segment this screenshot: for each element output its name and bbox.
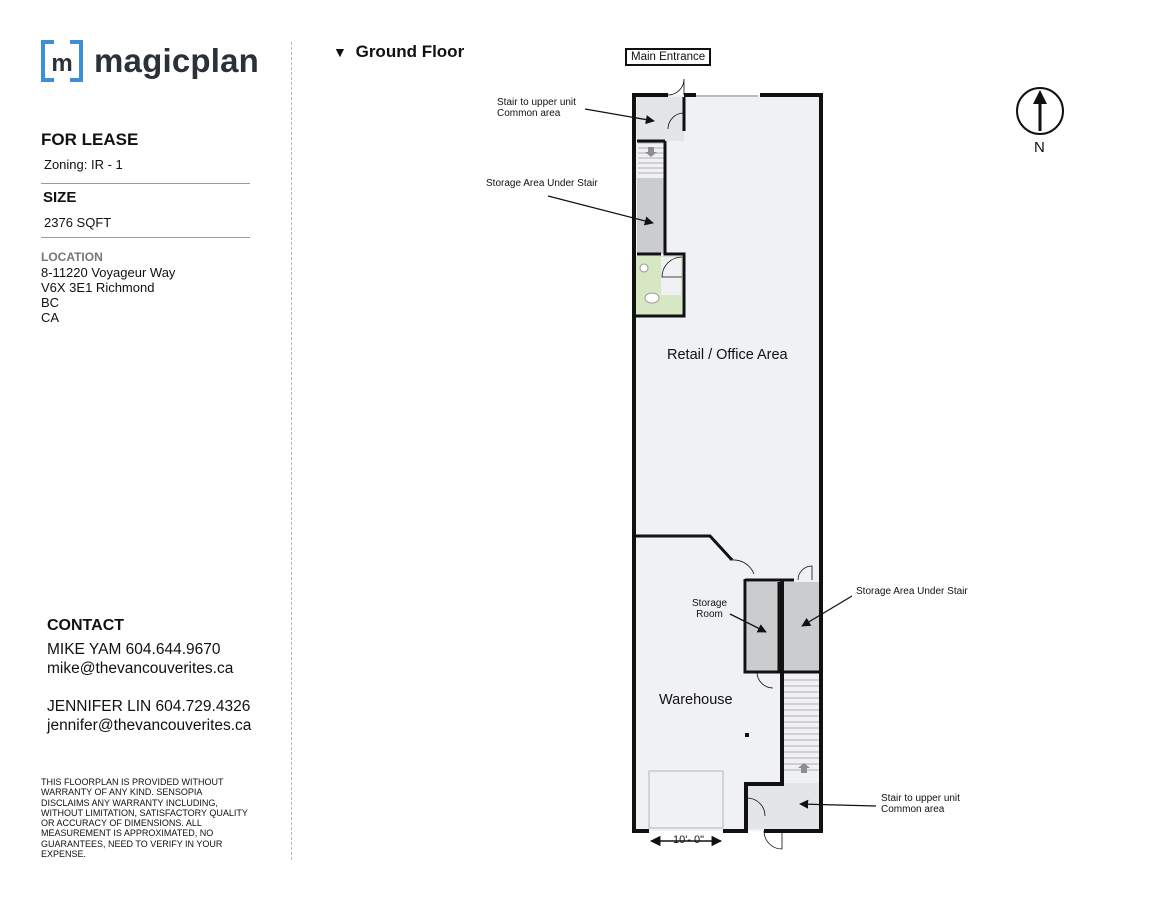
floor-title[interactable]: ▼ Ground Floor [333,42,464,62]
storage-under-stair-right [782,582,819,672]
room-label-retail-office: Retail / Office Area [667,347,788,363]
storage-under-stair-top-note: Storage Area Under Stair [486,178,598,189]
note-line: Stair to upper unit [881,793,960,804]
door-swings [661,78,813,850]
loading-door [648,770,724,829]
brand-name: magicplan [94,42,260,79]
dimension-label: 10'- 0" [673,834,705,846]
divider-rule [41,237,250,238]
logo-mark-letter: m [51,50,72,77]
size-heading: SIZE [43,189,77,206]
agent1-email[interactable]: mike@thevancouverites.ca [47,660,234,677]
contact-heading: CONTACT [47,617,125,634]
stair-arrow-up-icon [798,763,810,773]
disclaimer-line: GUARANTEES, NEED TO VERIFY IN YOUR [41,838,223,849]
stair-top-note: Stair to upper unit Common area [497,97,576,119]
magicplan-logo: m magicplan [41,40,260,90]
note-line: Room [696,609,723,620]
note-line: Stair to upper unit [497,97,576,108]
storage-room-label: Storage Room [692,598,727,620]
location-heading: LOCATION [41,250,103,264]
disclaimer-line: WITHOUT LIMITATION, SATISFACTORY QUALITY [41,807,248,818]
interior-walls [636,97,819,782]
disclaimer-line: MEASUREMENT IS APPROXIMATED, NO [41,828,214,839]
north-arrow: N [1015,86,1067,158]
address-block: 8-11220 Voyageur Way V6X 3E1 Richmond BC… [41,265,175,325]
zoning-text: Zoning: IR - 1 [44,157,123,172]
triangle-down-icon: ▼ [333,44,347,60]
disclaimer-line: EXPENSE. [41,849,87,860]
address-line: V6X 3E1 Richmond [41,280,155,295]
north-label: N [1034,139,1045,156]
toilet-icon [644,292,660,304]
leader-arrows [547,108,877,809]
room-label-warehouse: Warehouse [659,692,733,708]
agent2-name-phone: JENNIFER LIN 604.729.4326 [47,698,251,715]
for-lease-heading: FOR LEASE [41,130,139,149]
bathroom-door-panel [661,257,681,295]
disclaimer-text: THIS FLOORPLAN IS PROVIDED WITHOUT WARRA… [41,777,261,859]
stair-bottom-note: Stair to upper unit Common area [881,793,960,815]
compass-icon [1016,87,1064,135]
magicplan-logo-icon: m [41,40,83,82]
main-entrance-label: Main Entrance [625,48,712,66]
address-line: BC [41,295,60,310]
stair-common-bottom [746,783,819,829]
disclaimer-line: WARRANTY OF ANY KIND. SENSOPIA [41,787,203,798]
agent2-email[interactable]: jennifer@thevancouverites.ca [47,717,252,734]
sink-icon [639,263,649,273]
note-line: Common area [881,804,945,815]
column [745,733,749,737]
address-line: 8-11220 Voyageur Way [41,265,176,280]
floor-title-label: Ground Floor [355,42,465,61]
agent1-name-phone: MIKE YAM 604.644.9670 [47,641,221,658]
note-line: Common area [497,108,561,119]
panel-divider [291,42,292,860]
storage-under-stair-top [637,178,665,254]
stair-arrow-down-icon [645,147,657,157]
size-value: 2376 SQFT [44,215,112,230]
address-line: CA [41,310,60,325]
disclaimer-line: THIS FLOORPLAN IS PROVIDED WITHOUT [41,777,224,787]
storage-under-stair-right-note: Storage Area Under Stair [856,586,968,597]
divider-rule [41,183,250,184]
disclaimer-line: DISCLAIMS ANY WARRANTY INCLUDING, [41,797,218,808]
note-line: Storage [692,598,728,609]
disclaimer-line: OR ACCURACY OF DIMENSIONS. ALL [41,818,202,829]
storage-room [747,582,779,672]
